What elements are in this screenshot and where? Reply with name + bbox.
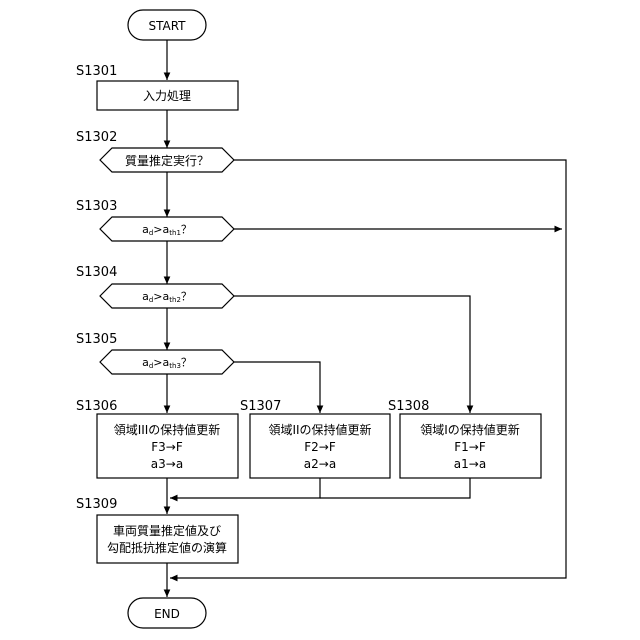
connector	[320, 478, 470, 498]
step-id-s1305: S1305	[76, 332, 117, 347]
process-region-2-line-1: 領域IIの保持値更新	[268, 422, 371, 437]
process-estimation-line-1: 車両質量推定値及び	[113, 523, 221, 538]
connector	[170, 478, 320, 498]
step-id-s1307: S1307	[240, 399, 281, 414]
step-id-s1303: S1303	[76, 199, 117, 214]
end-label: END	[154, 607, 180, 621]
process-region-3-line-2: F3→F	[151, 440, 183, 454]
process-region-2-line-3: a2→a	[304, 457, 336, 471]
process-region-3-line-1: 領域IIIの保持値更新	[114, 422, 221, 437]
process-region-1-line-2: F1→F	[454, 440, 486, 454]
process-region-1-line-3: a1→a	[454, 457, 486, 471]
step-id-s1304: S1304	[76, 265, 117, 280]
process-region-1-line-1: 領域Iの保持値更新	[420, 422, 520, 437]
step-id-s1306: S1306	[76, 399, 117, 414]
step-id-s1308: S1308	[388, 399, 429, 414]
step-id-s1302: S1302	[76, 130, 117, 145]
process-input-label: 入力処理	[143, 89, 191, 103]
process-estimation	[97, 515, 238, 563]
process-region-3-line-3: a3→a	[151, 457, 183, 471]
decision-mass-estimation-label: 質量推定実行？	[125, 153, 209, 168]
connector	[234, 296, 470, 413]
step-id-s1309: S1309	[76, 497, 117, 512]
process-region-2-line-2: F2→F	[304, 440, 336, 454]
process-estimation-line-2: 勾配抵抗推定値の演算	[107, 540, 227, 555]
start-label: START	[148, 19, 186, 33]
step-id-s1301: S1301	[76, 64, 117, 79]
